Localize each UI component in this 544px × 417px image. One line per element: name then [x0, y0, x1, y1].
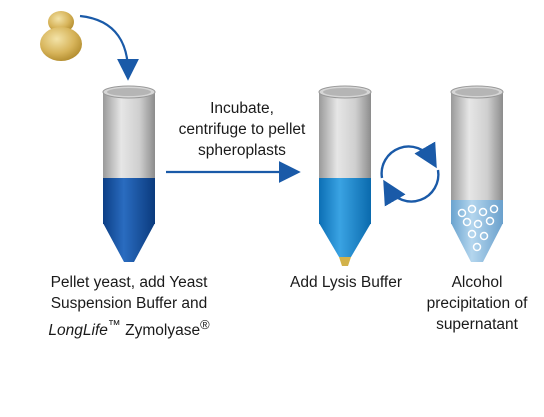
yeast-to-tube-arrow	[79, 14, 139, 81]
step-3-label: Alcohol precipitation of supernatant	[413, 272, 541, 335]
step-1-label: Pellet yeast, add Yeast Suspension Buffe…	[37, 272, 221, 341]
incubate-label-line-1: Incubate,	[210, 100, 274, 117]
yeast-icon	[40, 11, 82, 61]
incubate-label-line-3: spheroplasts	[198, 142, 286, 159]
precipitate-bubbles	[457, 204, 499, 252]
step-3-line-3: supernatant	[436, 316, 518, 333]
tube-3	[450, 85, 504, 262]
step-3-line-1: Alcohol	[451, 274, 503, 291]
product-name-italic: LongLife	[48, 322, 108, 340]
incubate-label: Incubate, centrifuge to pellet spheropla…	[176, 98, 308, 161]
enzyme-name: Zymolyase	[125, 322, 201, 340]
step-1-line-3: LongLife™ Zymolyase®	[37, 314, 221, 341]
tube-2	[318, 85, 372, 266]
tube-1	[102, 85, 156, 262]
trademark-mark: ™	[107, 317, 121, 332]
transfer-cycle-icon	[380, 141, 440, 207]
step-3-line-2: precipitation of	[426, 295, 528, 312]
step-2-label: Add Lysis Buffer	[276, 272, 416, 293]
step-1-line-2: Suspension Buffer and	[50, 295, 208, 312]
incubate-label-line-2: centrifuge to pellet	[178, 121, 306, 138]
step-1-line-1: Pellet yeast, add Yeast	[50, 274, 208, 291]
registered-mark: ®	[200, 317, 210, 332]
step-2-line-1: Add Lysis Buffer	[289, 274, 402, 291]
